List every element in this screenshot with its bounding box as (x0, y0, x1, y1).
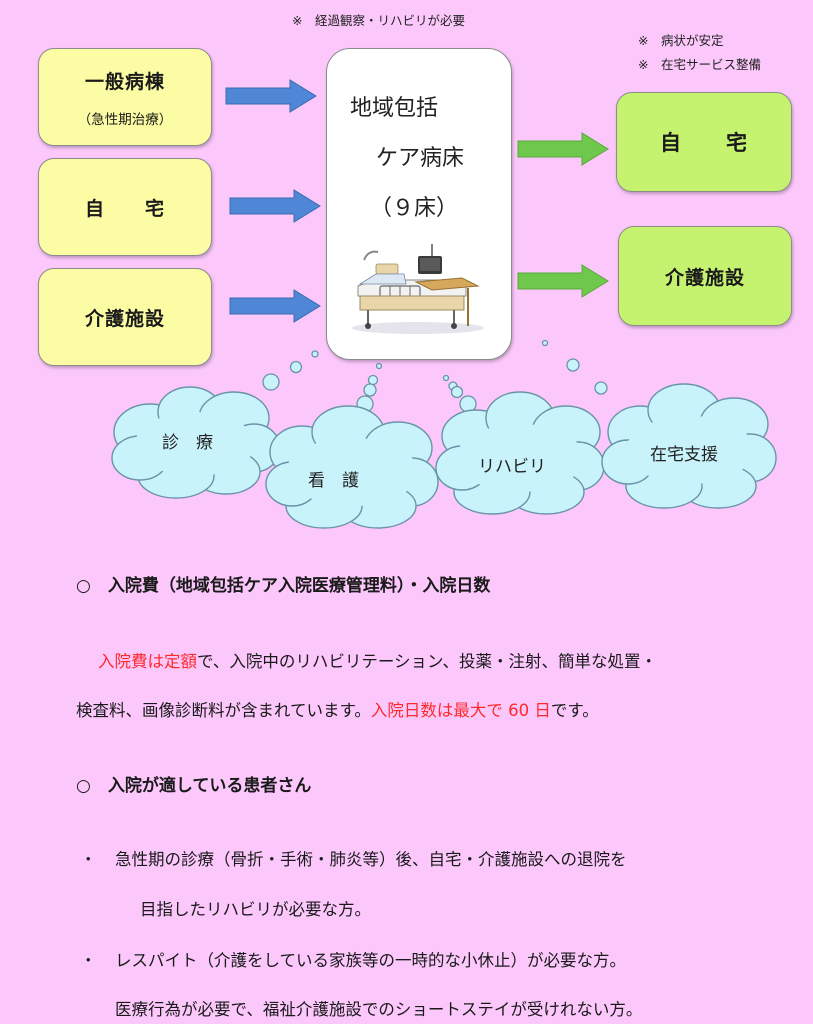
section-heading-eligible-patients: ○ 入院が適している患者さん (76, 776, 312, 796)
cloud-shape (265, 405, 439, 529)
arrow-right-icon (229, 189, 321, 223)
destination-care-facility-title: 介護施設 (664, 266, 745, 289)
source-care-facility-title: 介護施設 (84, 307, 165, 330)
cloud-label-medical-care: 診 療 (162, 433, 213, 453)
destination-box-care-facility: 介護施設 (618, 226, 792, 326)
cloud-label-nursing: 看 護 (308, 471, 359, 491)
destination-home-title: 自 宅 (660, 131, 748, 155)
source-general-ward-subtitle: （急性期治療） (77, 111, 173, 128)
fees-line1-text: で、入院中のリハビリテーション、投薬・注射、簡単な処置・ (197, 652, 658, 671)
list-item-line2: 医療行為が必要で、福祉介護施設でのショートステイが受けれない方。 (115, 1000, 643, 1019)
source-box-general-ward: 一般病棟 （急性期治療） (38, 48, 212, 146)
note-home-service: ※ 在宅サービス整備 (638, 57, 761, 72)
arrow-right-icon (517, 132, 609, 166)
fees-line2-text: 検査料、画像診断料が含まれています。 (76, 701, 371, 720)
list-item-bullet: ・ (80, 951, 97, 970)
source-home-title: 自 宅 (84, 197, 165, 220)
arrow-right-icon (225, 79, 317, 113)
destination-box-home: 自 宅 (616, 92, 792, 192)
cloud-shapes (111, 383, 777, 529)
note-stable: ※ 病状が安定 (638, 33, 724, 48)
hospital-bed-icon (352, 244, 484, 334)
max-days-highlight: 入院日数は最大で 60 日 (370, 701, 551, 720)
center-title-line2: ケア病床 (376, 146, 465, 171)
thought-bubbles (262, 339, 608, 413)
arrow-right-icon (229, 289, 321, 323)
center-title-line1: 地域包括 (350, 96, 439, 121)
list-item-line1: 急性期の診療（骨折・手術・肺炎等）後、自宅・介護施設への退院を (115, 850, 627, 869)
note-observation: ※ 経過観察・リハビリが必要 (292, 13, 465, 28)
cloud-shape (601, 383, 777, 509)
fees-paragraph-line1: 入院費は定額で、入院中のリハビリテーション、投薬・注射、簡単な処置・ (98, 648, 657, 672)
fees-line2-end: です。 (550, 701, 599, 720)
flow-diagram-graphics (111, 79, 777, 529)
cloud-shape (435, 391, 605, 515)
arrow-right-icon (517, 264, 609, 298)
fees-fixed-highlight: 入院費は定額 (98, 652, 197, 671)
source-box-care-facility: 介護施設 (38, 268, 212, 366)
list-item-bullet: ・ (80, 850, 97, 869)
list-item-line2: 目指したリハビリが必要な方。 (140, 900, 371, 919)
section-heading-fees: ○ 入院費（地域包括ケア入院医療管理料）・入院日数 (76, 576, 491, 596)
source-box-home: 自 宅 (38, 158, 212, 256)
cloud-label-rehabilitation: リハビリ (478, 457, 546, 477)
list-item-line1: レスパイト（介護をしている家族等の一時的な小休止）が必要な方。 (115, 951, 627, 970)
center-title-line3: （９床） (370, 196, 459, 221)
source-general-ward-title: 一般病棟 (84, 70, 165, 93)
cloud-shape (111, 386, 281, 499)
cloud-label-home-support: 在宅支援 (650, 445, 718, 465)
fees-paragraph-line2: 検査料、画像診断料が含まれています。入院日数は最大で 60 日です。 (76, 697, 599, 721)
